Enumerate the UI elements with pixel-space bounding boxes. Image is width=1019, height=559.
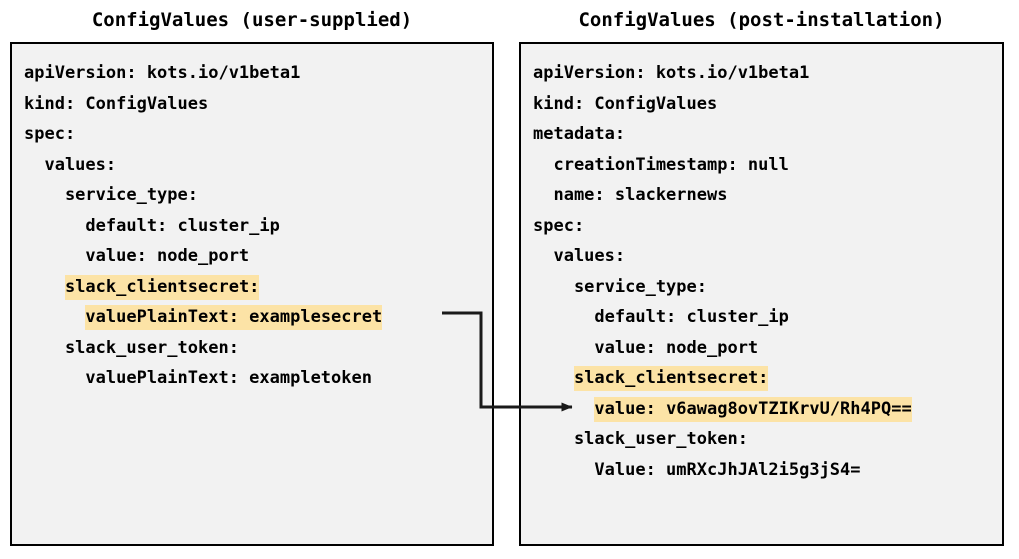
configvalues-user-supplied-panel: apiVersion: kots.io/v1beta1 kind: ConfigV… (10, 42, 494, 546)
code-line: Value: umRXcJhJAl2i5g3jS4= (533, 455, 912, 486)
code-line: valuePlainText: examplesecret (24, 302, 383, 333)
code-text: valuePlainText: exampletoken (24, 368, 372, 388)
code-line: default: cluster_ip (533, 302, 912, 333)
code-line: slack_clientsecret: (24, 272, 382, 303)
code-text: slack_user_token: (24, 337, 239, 358)
code-line: value: node_port (533, 333, 912, 364)
code-text: creationTimestamp: null (533, 154, 789, 175)
code-line: slack_user_token: (533, 424, 912, 455)
code-text: service_type: (533, 276, 707, 297)
code-indent (533, 399, 594, 419)
code-text: service_type: (24, 185, 198, 205)
code-line: default: cluster_ip (24, 211, 382, 242)
code-line: value: node_port (24, 241, 382, 272)
code-text: value: node_port (533, 337, 759, 358)
code-text: Value: umRXcJhJAl2i5g3jS4= (533, 459, 861, 480)
code-text: apiVersion: kots.io/v1beta1 (24, 63, 301, 83)
code-line: slack_user_token: (24, 333, 382, 364)
code-line: slack_clientsecret: (533, 363, 912, 394)
code-indent (24, 277, 65, 297)
code-text: default: cluster_ip (533, 307, 789, 327)
code-line: kind: ConfigValues (533, 89, 912, 120)
code-line: value: v6awag8ovTZIKrvU/Rh4PQ== (533, 394, 912, 425)
code-text: spec: (533, 215, 585, 236)
code-text: kind: ConfigValues (533, 93, 718, 114)
code-text: apiVersion: kots.io/v1beta1 (533, 63, 810, 83)
code-indent (24, 307, 85, 327)
code-line: service_type: (24, 180, 382, 211)
code-line: spec: (24, 119, 382, 150)
code-text: default: cluster_ip (24, 215, 280, 236)
code-line: valuePlainText: exampletoken (24, 363, 382, 394)
code-text: slack_user_token: (533, 429, 748, 449)
code-line: creationTimestamp: null (533, 150, 912, 181)
configvalues-user-supplied-code: apiVersion: kots.io/v1beta1 kind: ConfigV… (12, 44, 383, 394)
code-text: values: (533, 246, 626, 266)
code-line: values: (533, 241, 912, 272)
configvalues-post-installation-code: apiVersion: kots.io/v1beta1 kind: ConfigV… (521, 44, 912, 485)
code-line: values: (24, 150, 382, 181)
panel-title-post-installation: ConfigValues (post-installation) (578, 9, 945, 31)
code-line: name: slackernews (533, 180, 912, 211)
code-line: service_type: (533, 272, 912, 303)
highlighted-code-text: slack_clientsecret: (573, 366, 769, 391)
code-text: metadata: (533, 124, 626, 144)
highlighted-code-text: slack_clientsecret: (64, 274, 260, 300)
highlighted-code-text: valuePlainText: examplesecret (85, 305, 383, 330)
code-line: apiVersion: kots.io/v1beta1 (24, 58, 382, 89)
code-text: value: node_port (24, 246, 250, 266)
panel-title-user-supplied: ConfigValues (user-supplied) (91, 9, 413, 31)
code-line: kind: ConfigValues (24, 89, 382, 120)
code-text: kind: ConfigValues (24, 93, 209, 114)
code-text: values: (24, 154, 117, 175)
highlighted-code-text: value: v6awag8ovTZIKrvU/Rh4PQ== (594, 396, 912, 422)
code-line: metadata: (533, 119, 912, 150)
code-text: name: slackernews (533, 185, 728, 205)
code-text: spec: (24, 124, 76, 144)
code-indent (533, 368, 574, 388)
code-line: spec: (533, 211, 912, 242)
code-line: apiVersion: kots.io/v1beta1 (533, 58, 912, 89)
configvalues-post-installation-panel: apiVersion: kots.io/v1beta1 kind: ConfigV… (519, 42, 1004, 546)
